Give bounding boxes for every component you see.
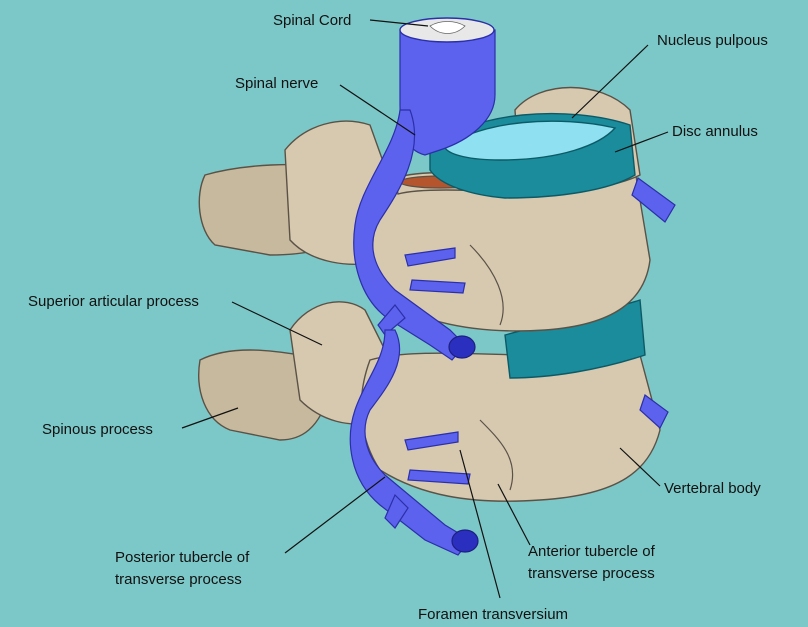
- label-posterior-tubercle-line1: Posterior tubercle of: [115, 549, 250, 566]
- upper-nerve-branch-2: [410, 280, 465, 293]
- label-anterior-tubercle-line2: transverse process: [528, 565, 655, 582]
- label-spinal-cord: Spinal Cord: [273, 12, 351, 29]
- leader-posterior-tubercle: [285, 477, 385, 553]
- label-spinal-nerve: Spinal nerve: [235, 75, 318, 92]
- lower-nerve-cut-end: [452, 530, 478, 552]
- label-superior-articular-process: Superior articular process: [28, 293, 199, 310]
- upper-nerve-cut-end: [449, 336, 475, 358]
- label-posterior-tubercle-line2: transverse process: [115, 571, 242, 588]
- label-vertebral-body: Vertebral body: [664, 480, 761, 497]
- label-disc-annulus: Disc annulus: [672, 123, 758, 140]
- label-spinous-process: Spinous process: [42, 421, 153, 438]
- label-nucleus-pulpous: Nucleus pulpous: [657, 32, 768, 49]
- label-anterior-tubercle-line1: Anterior tubercle of: [528, 543, 656, 560]
- label-foramen-transversium: Foramen transversium: [418, 606, 568, 623]
